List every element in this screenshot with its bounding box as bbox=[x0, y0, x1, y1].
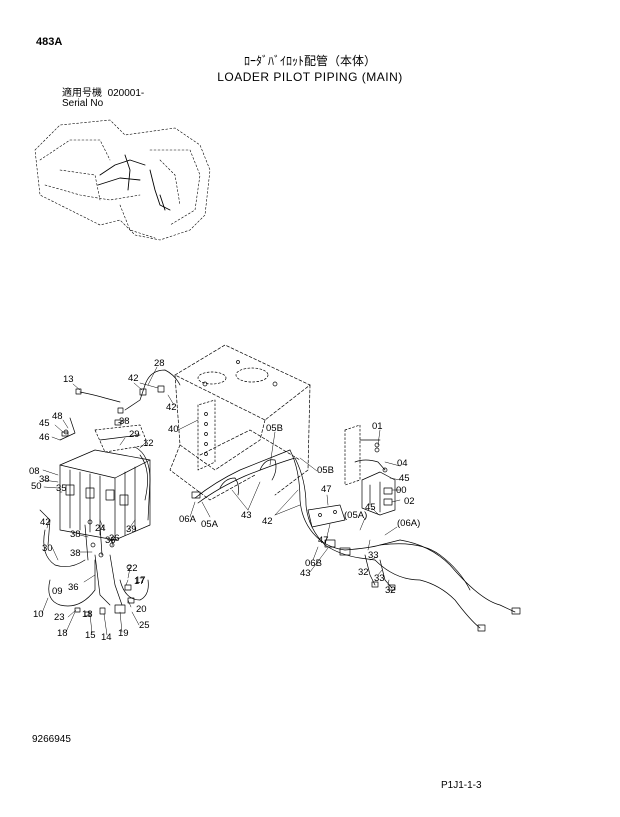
callout-06A: 06A bbox=[179, 514, 197, 525]
hose-13 bbox=[75, 388, 121, 403]
callout-23: 23 bbox=[54, 612, 65, 623]
callout-30: 30 bbox=[42, 543, 53, 554]
callout-50: 50 bbox=[31, 481, 42, 492]
callout-01: 01 bbox=[372, 421, 383, 432]
callout-38d: 38 bbox=[70, 548, 81, 559]
callout-45: 45 bbox=[39, 418, 50, 429]
callout-18: 18 bbox=[82, 609, 93, 620]
callout-36b: 36 bbox=[68, 582, 79, 593]
control-valve-block bbox=[59, 424, 151, 541]
callout-24: 24 bbox=[95, 523, 106, 534]
hose-28 bbox=[124, 369, 181, 411]
bracket-47 bbox=[307, 504, 346, 528]
callout-45c: 45 bbox=[365, 502, 376, 513]
serial-label-japanese: 適用号機 020001- bbox=[62, 89, 144, 99]
callout-28: 28 bbox=[154, 358, 165, 369]
callout-14: 14 bbox=[101, 632, 112, 643]
serial-label-jp-text: 適用号機 bbox=[62, 88, 102, 99]
callout-05A-ref: (05A) bbox=[344, 510, 367, 521]
machine-overview-thumbnail bbox=[34, 119, 211, 241]
callout-43: 43 bbox=[241, 510, 252, 521]
callout-32: 32 bbox=[358, 567, 369, 578]
callout-04: 04 bbox=[397, 458, 408, 469]
page-reference: P1J1-1-3 bbox=[441, 780, 482, 791]
callout-10: 10 bbox=[33, 609, 44, 620]
callout-labels: 13 28 42 42 38 48 45 46 12 29 40 08 38 5… bbox=[29, 358, 420, 643]
callout-13: 13 bbox=[63, 374, 74, 385]
callout-02: 02 bbox=[404, 496, 415, 507]
title-japanese: ﾛｰﾀﾞﾊﾞｲﾛｯﾄ配管（本体） bbox=[243, 54, 376, 68]
callout-05B: 05B bbox=[266, 423, 283, 434]
fittings-lower-left bbox=[63, 429, 135, 617]
serial-label-english: Serial No bbox=[62, 98, 104, 109]
callout-42b: 42 bbox=[166, 402, 177, 413]
fittings-top-cluster bbox=[114, 385, 165, 426]
bracket-plate bbox=[197, 399, 216, 471]
callout-18b: 18 bbox=[57, 628, 68, 639]
callout-05Bb: 05B bbox=[317, 465, 334, 476]
callout-46: 46 bbox=[39, 432, 50, 443]
callout-47: 47 bbox=[321, 484, 332, 495]
callout-09: 09 bbox=[52, 586, 63, 597]
callout-00: 00 bbox=[396, 485, 407, 496]
title-english: LOADER PILOT PIPING (MAIN) bbox=[217, 70, 403, 84]
callout-39: 39 bbox=[126, 524, 137, 535]
tank-outline bbox=[169, 344, 311, 501]
right-valve-bracket bbox=[344, 424, 396, 516]
callout-33: 33 bbox=[368, 550, 379, 561]
page-code: 483A bbox=[36, 36, 63, 48]
callout-15: 15 bbox=[85, 630, 96, 641]
callout-05A: 05A bbox=[201, 519, 219, 530]
callout-12: 12 bbox=[143, 438, 154, 449]
callout-40: 40 bbox=[168, 424, 179, 435]
callout-17: 17 bbox=[135, 575, 146, 586]
callout-42c: 42 bbox=[40, 517, 51, 528]
hose-12-29 bbox=[134, 446, 151, 521]
callout-22: 22 bbox=[127, 563, 138, 574]
callout-19: 19 bbox=[118, 628, 129, 639]
tank-caps bbox=[197, 360, 278, 387]
callout-25: 25 bbox=[139, 620, 150, 631]
hose-48-46 bbox=[59, 417, 76, 441]
callout-35: 35 bbox=[56, 483, 67, 494]
callout-36: 36 bbox=[109, 533, 120, 544]
callout-29: 29 bbox=[129, 429, 140, 440]
callout-38c: 38 bbox=[70, 529, 81, 540]
leader-lines bbox=[41, 366, 401, 636]
callout-17b: 17 bbox=[134, 576, 145, 587]
callout-47b: 47 bbox=[318, 535, 329, 546]
callout-38: 38 bbox=[119, 416, 130, 427]
callout-38b: 38 bbox=[39, 474, 50, 485]
callout-36c: 36 bbox=[105, 535, 116, 546]
callout-06B: 06B bbox=[305, 558, 322, 569]
hose-right-long bbox=[364, 539, 521, 632]
callout-42d: 42 bbox=[262, 516, 273, 527]
callout-33b: 33 bbox=[374, 573, 385, 584]
callout-45b: 45 bbox=[399, 473, 410, 484]
callout-42: 42 bbox=[128, 373, 139, 384]
document-number: 9266945 bbox=[32, 734, 71, 745]
callout-48: 48 bbox=[52, 411, 63, 422]
callout-43b: 43 bbox=[300, 568, 311, 579]
callout-08: 08 bbox=[29, 466, 40, 477]
overview-highlight-piping bbox=[97, 154, 171, 211]
callout-20: 20 bbox=[136, 604, 147, 615]
callout-32b: 32 bbox=[385, 585, 396, 596]
serial-value: 020001- bbox=[107, 88, 145, 99]
hose-lower-left-loop bbox=[39, 509, 149, 607]
callout-06A-ref: (06A) bbox=[397, 518, 420, 529]
